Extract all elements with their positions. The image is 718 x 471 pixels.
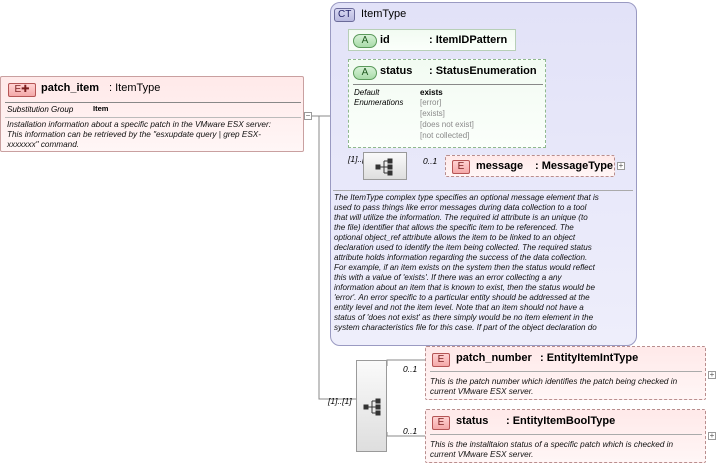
sequence-occurrence: [1]..[1] bbox=[348, 154, 372, 164]
complex-type-badge: CT bbox=[334, 8, 356, 22]
patch-item-type: : ItemType bbox=[109, 82, 161, 94]
doc-line: current VMware ESX server. bbox=[430, 450, 534, 459]
attribute-id[interactable]: A id : ItemIDPattern bbox=[348, 29, 516, 51]
enumeration-value: [exists] bbox=[420, 109, 445, 118]
element-badge-label: E bbox=[14, 84, 22, 95]
status-type: : EntityItemBoolType bbox=[506, 415, 616, 427]
separator bbox=[353, 84, 543, 85]
expand-toggle[interactable]: + bbox=[708, 370, 716, 379]
patch-item-doc: Installation information about a specifi… bbox=[7, 120, 303, 150]
patch-number-name: patch_number bbox=[456, 352, 532, 364]
status-element[interactable]: E status : EntityItemBoolType This is th… bbox=[425, 409, 706, 463]
item-type-doc: The ItemType complex type specifies an o… bbox=[334, 193, 634, 334]
doc-line: used to pass things like error messages … bbox=[334, 203, 587, 212]
message-element[interactable]: E message : MessageType bbox=[445, 155, 615, 177]
doc-line: For example, if an item exists on the sy… bbox=[334, 263, 595, 272]
attribute-status-name: status bbox=[380, 65, 413, 77]
collapse-toggle[interactable]: − bbox=[304, 111, 312, 120]
doc-line: The ItemType complex type specifies an o… bbox=[334, 193, 599, 202]
doc-line: This is the installtaion status of a spe… bbox=[430, 440, 674, 449]
separator bbox=[5, 102, 301, 103]
doc-line: information about an item that is known … bbox=[334, 283, 595, 292]
separator bbox=[430, 371, 702, 372]
attribute-badge: A bbox=[353, 34, 377, 48]
substitution-group-value: Item bbox=[93, 104, 109, 113]
element-badge: E bbox=[452, 160, 470, 174]
sequence-icon bbox=[375, 158, 393, 176]
doc-line: This is the patch number which identifie… bbox=[430, 377, 678, 386]
message-occurrence: 0..1 bbox=[423, 156, 438, 166]
attribute-id-name: id bbox=[380, 34, 390, 46]
attribute-badge: A bbox=[353, 66, 377, 80]
sequence-compositor[interactable] bbox=[363, 152, 407, 180]
attribute-status-type: : StatusEnumeration bbox=[429, 65, 537, 77]
status-name: status bbox=[456, 415, 489, 427]
sequence-occurrence: [1]..[1] bbox=[328, 396, 352, 406]
doc-line: 'error'. An error specific to a particul… bbox=[334, 293, 590, 302]
doc-line: entity level and not the item level. Not… bbox=[334, 303, 584, 312]
complex-type-name: ItemType bbox=[361, 8, 407, 20]
doc-line: This information can be retrieved by the… bbox=[7, 130, 261, 139]
message-name: message bbox=[476, 160, 524, 172]
doc-line: Installation information about a specifi… bbox=[7, 120, 271, 129]
sequence-icon bbox=[363, 398, 381, 416]
doc-line: declaration used to identify the item be… bbox=[334, 243, 592, 252]
doc-line: xxxxxxx" command. bbox=[7, 140, 80, 149]
expand-icon: ✚ bbox=[21, 84, 30, 95]
enumerations-label: Enumerations bbox=[354, 98, 404, 107]
doc-line: current VMware ESX server. bbox=[430, 387, 534, 396]
enumeration-value: [does not exist] bbox=[420, 120, 474, 129]
default-label: Default bbox=[354, 88, 380, 97]
doc-line: that will utilize the information. The r… bbox=[334, 213, 588, 222]
attribute-status[interactable]: A status : StatusEnumeration Default Enu… bbox=[348, 59, 546, 148]
doc-line: system characteristics file for this cas… bbox=[334, 323, 597, 332]
separator bbox=[5, 117, 301, 118]
default-value: exists bbox=[420, 88, 443, 97]
enumeration-value: [error] bbox=[420, 98, 442, 107]
patch-number-type: : EntityItemIntType bbox=[540, 352, 639, 364]
attribute-id-type: : ItemIDPattern bbox=[429, 34, 508, 46]
element-badge: E bbox=[432, 353, 450, 367]
doc-line: status of 'does not exist' as there simp… bbox=[334, 313, 594, 322]
expand-toggle[interactable]: + bbox=[617, 161, 625, 170]
doc-line: the file) identifier that allows the spe… bbox=[334, 223, 574, 232]
separator bbox=[333, 190, 633, 191]
sequence-compositor[interactable] bbox=[356, 360, 387, 452]
patch-number-occurrence: 0..1 bbox=[403, 364, 418, 374]
element-badge: E bbox=[432, 416, 450, 430]
patch-item-name: patch_item bbox=[41, 82, 100, 94]
patch-number-doc: This is the patch number which identifie… bbox=[430, 377, 704, 397]
status-occurrence: 0..1 bbox=[403, 426, 418, 436]
doc-line: this with a value of 'exists'. If there … bbox=[334, 273, 562, 282]
patch-number-element[interactable]: E patch_number : EntityItemIntType This … bbox=[425, 346, 706, 400]
element-badge: E✚ bbox=[8, 83, 36, 97]
substitution-group-label: Substitution Group bbox=[7, 105, 74, 114]
patch-item-element[interactable]: E✚ patch_item : ItemType Substitution Gr… bbox=[0, 76, 304, 152]
message-type: : MessageType bbox=[535, 160, 614, 172]
separator bbox=[430, 434, 702, 435]
status-doc: This is the installtaion status of a spe… bbox=[430, 440, 704, 460]
enumeration-value: [not collected] bbox=[420, 131, 470, 140]
doc-line: optional object_ref attribute allows the… bbox=[334, 233, 576, 242]
expand-toggle[interactable]: + bbox=[708, 431, 716, 440]
doc-line: attribute holds information regarding th… bbox=[334, 253, 588, 262]
